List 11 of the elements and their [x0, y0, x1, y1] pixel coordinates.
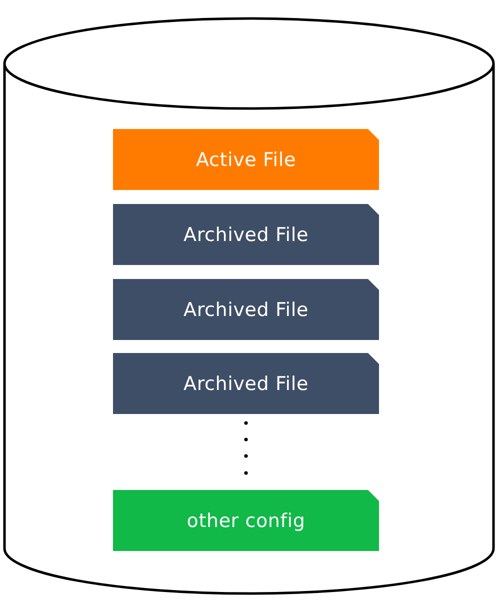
file-label: Archived File — [184, 298, 308, 320]
file-block — [113, 279, 379, 340]
file-label: other config — [186, 510, 306, 532]
database-cylinder — [3, 17, 495, 595]
file-label: Active File — [196, 148, 296, 170]
file-label: Archived File — [184, 224, 308, 246]
file-block — [113, 490, 379, 551]
file-block — [113, 204, 379, 265]
file-block — [113, 353, 379, 414]
file-block — [113, 129, 379, 190]
file-label: Archived File — [184, 372, 308, 394]
